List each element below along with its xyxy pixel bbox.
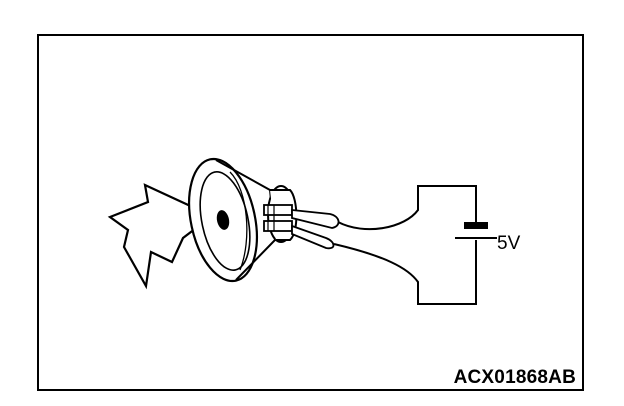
sensor-element <box>216 210 230 230</box>
light-burst-icon <box>107 183 215 290</box>
voltage-label: 5V <box>497 233 521 254</box>
sensor-horn <box>188 157 298 283</box>
figure-code: ACX01868AB <box>454 367 576 388</box>
test-probes <box>291 209 340 250</box>
battery-icon <box>455 222 497 239</box>
wire-upper <box>337 185 477 231</box>
figure-frame <box>37 34 584 391</box>
wire-lower <box>333 240 477 305</box>
